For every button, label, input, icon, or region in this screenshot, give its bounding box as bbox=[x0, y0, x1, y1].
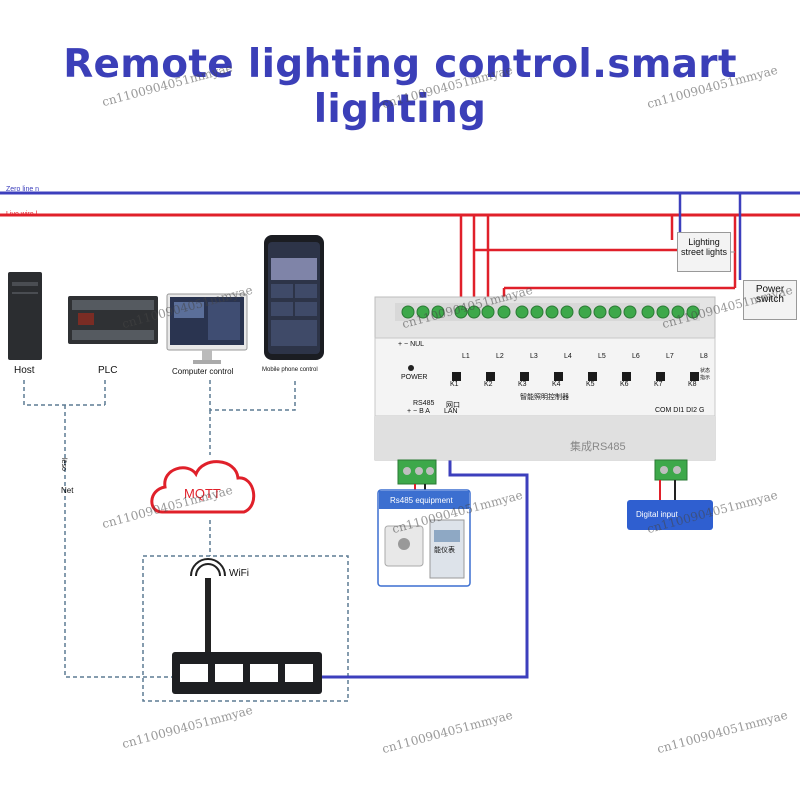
plc-device bbox=[68, 296, 158, 344]
key-label: K3 bbox=[518, 381, 527, 388]
com-pins: COM DI1 DI2 G bbox=[655, 407, 705, 414]
key-label: K7 bbox=[654, 381, 663, 388]
computer-label: Computer control bbox=[172, 367, 234, 376]
page-title: Remote lighting control.smart lighting bbox=[63, 42, 737, 132]
relay-key[interactable] bbox=[622, 372, 631, 381]
relay-key[interactable] bbox=[588, 372, 597, 381]
terminal-screw bbox=[454, 305, 468, 319]
rs485-equipment-label: Rs485 equipment bbox=[390, 496, 453, 505]
power-switch-box: Power switch bbox=[743, 280, 797, 320]
relay-keys bbox=[452, 372, 699, 381]
rs485-pins: + − B A bbox=[407, 408, 430, 415]
zero-line-label: Zero line n bbox=[6, 186, 40, 193]
host-device bbox=[8, 272, 42, 360]
power-label: POWER bbox=[401, 374, 428, 381]
network-dashed bbox=[23, 380, 349, 702]
rs485-label: RS485 bbox=[413, 400, 435, 407]
mobile-device bbox=[264, 235, 324, 360]
live-wire-label: Live wire l bbox=[6, 211, 38, 218]
terminal-screw bbox=[578, 305, 592, 319]
lighting-controller bbox=[374, 296, 716, 461]
di-terminal bbox=[654, 459, 688, 505]
terminal-screw bbox=[467, 305, 481, 319]
relay-key[interactable] bbox=[554, 372, 563, 381]
key-label: K8 bbox=[688, 381, 697, 388]
wifi-label: WiFi bbox=[229, 568, 249, 579]
relay-label: L1 bbox=[462, 353, 470, 360]
host-label: Host bbox=[14, 365, 35, 376]
computer-device bbox=[166, 293, 248, 364]
key-label: K2 bbox=[484, 381, 493, 388]
key-label: K6 bbox=[620, 381, 629, 388]
top-terminals bbox=[401, 305, 700, 319]
digital-input-panel bbox=[627, 500, 713, 530]
mqtt-label: MQTT bbox=[184, 486, 221, 501]
key-label: K1 bbox=[450, 381, 459, 388]
terminal-screw bbox=[416, 305, 430, 319]
zero-drops bbox=[678, 193, 742, 280]
relay-label: L5 bbox=[598, 353, 606, 360]
terminal-screw bbox=[401, 305, 415, 319]
terminal-screw bbox=[623, 305, 637, 319]
key-label: K4 bbox=[552, 381, 561, 388]
rs485-equipment-panel bbox=[377, 489, 471, 587]
terminal-screw bbox=[686, 305, 700, 319]
lan-label: LAN bbox=[444, 408, 458, 415]
nul-label: + − NUL bbox=[398, 341, 425, 348]
digital-input-label: Digital input bbox=[636, 510, 678, 519]
terminal-screw bbox=[481, 305, 495, 319]
net-label: Net bbox=[61, 486, 74, 495]
live-drops bbox=[459, 215, 737, 305]
relay-key[interactable] bbox=[520, 372, 529, 381]
mobile-label: Mobile phone control bbox=[262, 367, 318, 373]
relay-key[interactable] bbox=[656, 372, 665, 381]
controller-name: 智能照明控制器 bbox=[520, 394, 569, 401]
relay-key[interactable] bbox=[486, 372, 495, 381]
terminal-screw bbox=[671, 305, 685, 319]
lighting-street-lights-box: Lighting street lights bbox=[677, 232, 731, 272]
terminal-screw bbox=[641, 305, 655, 319]
terminal-screw bbox=[656, 305, 670, 319]
mqtt-cloud-icon bbox=[150, 460, 256, 514]
plc-label: PLC bbox=[98, 365, 118, 376]
terminal-screw bbox=[497, 305, 511, 319]
relay-label: L8 bbox=[700, 353, 708, 360]
relay-key[interactable] bbox=[452, 372, 461, 381]
terminal-screw bbox=[545, 305, 559, 319]
relay-label: L4 bbox=[564, 353, 572, 360]
terminal-screw bbox=[593, 305, 607, 319]
relay-label: L7 bbox=[666, 353, 674, 360]
relay-label: L6 bbox=[632, 353, 640, 360]
terminal-screw bbox=[608, 305, 622, 319]
net-vertical-label: lēso bbox=[60, 458, 67, 471]
state-label: 状态 指示 bbox=[700, 368, 711, 381]
terminal-screw bbox=[431, 305, 445, 319]
relay-label: L2 bbox=[496, 353, 504, 360]
terminal-screw bbox=[530, 305, 544, 319]
router-icon bbox=[172, 558, 322, 694]
brand-label: 集成RS485 bbox=[570, 441, 626, 453]
terminal-screw bbox=[560, 305, 574, 319]
relay-label: L3 bbox=[530, 353, 538, 360]
lan-top-label: 网口 bbox=[446, 402, 460, 409]
meter-label: 能仪表 bbox=[434, 547, 455, 554]
terminal-screw bbox=[515, 305, 529, 319]
key-label: K5 bbox=[586, 381, 595, 388]
relay-key[interactable] bbox=[690, 372, 699, 381]
